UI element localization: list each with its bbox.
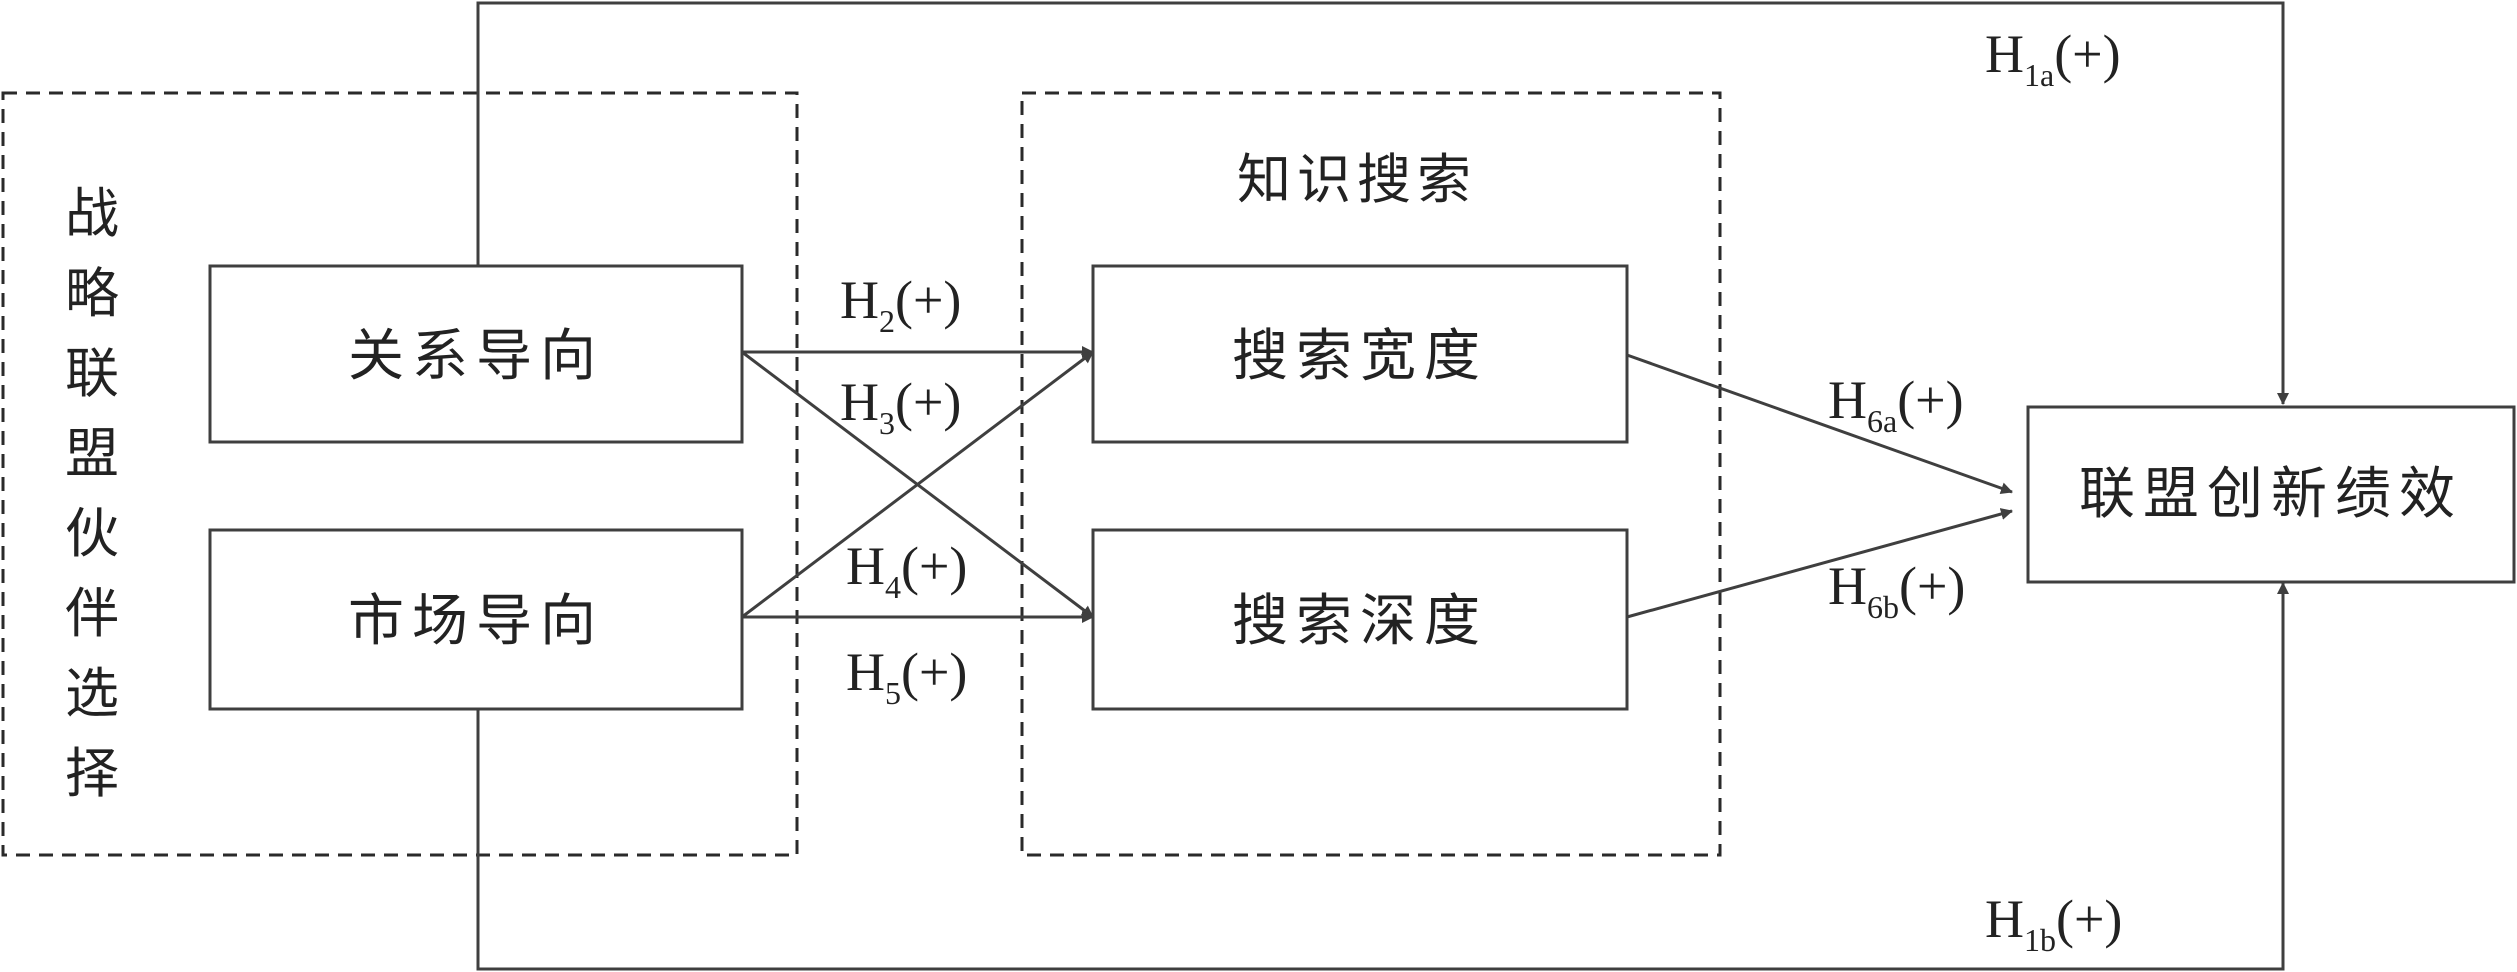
vertical-char: 伴: [65, 582, 119, 645]
vertical-char: 盟: [65, 422, 119, 485]
node-relationship-orientation: [208, 264, 744, 444]
edge-h6a: [1626, 353, 2013, 494]
edge-h1b: [476, 582, 2289, 971]
label-h1b: H1b(+): [1985, 889, 2122, 958]
label-knowledge-search: 知识搜索: [1237, 148, 1477, 211]
label-relationship-orientation: 关系导向: [348, 324, 604, 389]
label-h5: H5(+): [846, 642, 967, 711]
node-search-breadth: [1091, 264, 1629, 444]
node-search-depth: [1091, 528, 1629, 711]
label-search-depth: 搜索深度: [1232, 589, 1488, 654]
vertical-char: 战: [65, 182, 119, 245]
vertical-char: 伙: [65, 502, 119, 565]
vertical-char: 择: [65, 742, 119, 805]
edge-h1a: [476, 1, 2289, 405]
vertical-char: 联: [65, 342, 119, 405]
label-market-orientation: 市场导向: [348, 589, 604, 654]
edge-h6b: [1626, 508, 2013, 619]
label-h4: H4(+): [846, 536, 967, 605]
label-partner-selection-vertical: 战 略 联 盟 伙 伴 选 择: [65, 182, 119, 805]
label-search-breadth: 搜索宽度: [1232, 324, 1488, 389]
partner-selection-group-box: [1, 91, 799, 857]
label-alliance-innovation-performance: 联盟创新绩效: [2079, 462, 2463, 527]
node-market-orientation: [208, 528, 744, 711]
vertical-char: 略: [65, 262, 119, 325]
label-h2: H2(+): [840, 270, 961, 339]
knowledge-search-group-box: [1020, 91, 1722, 857]
vertical-char: 选: [65, 662, 119, 725]
label-h3: H3(+): [840, 372, 961, 441]
label-h6b: H6b(+): [1828, 556, 1965, 625]
label-h1a: H1a(+): [1985, 24, 2121, 93]
label-h6a: H6a(+): [1828, 370, 1964, 439]
node-alliance-innovation-performance: [2026, 405, 2516, 584]
edge-h4: [741, 350, 1094, 619]
